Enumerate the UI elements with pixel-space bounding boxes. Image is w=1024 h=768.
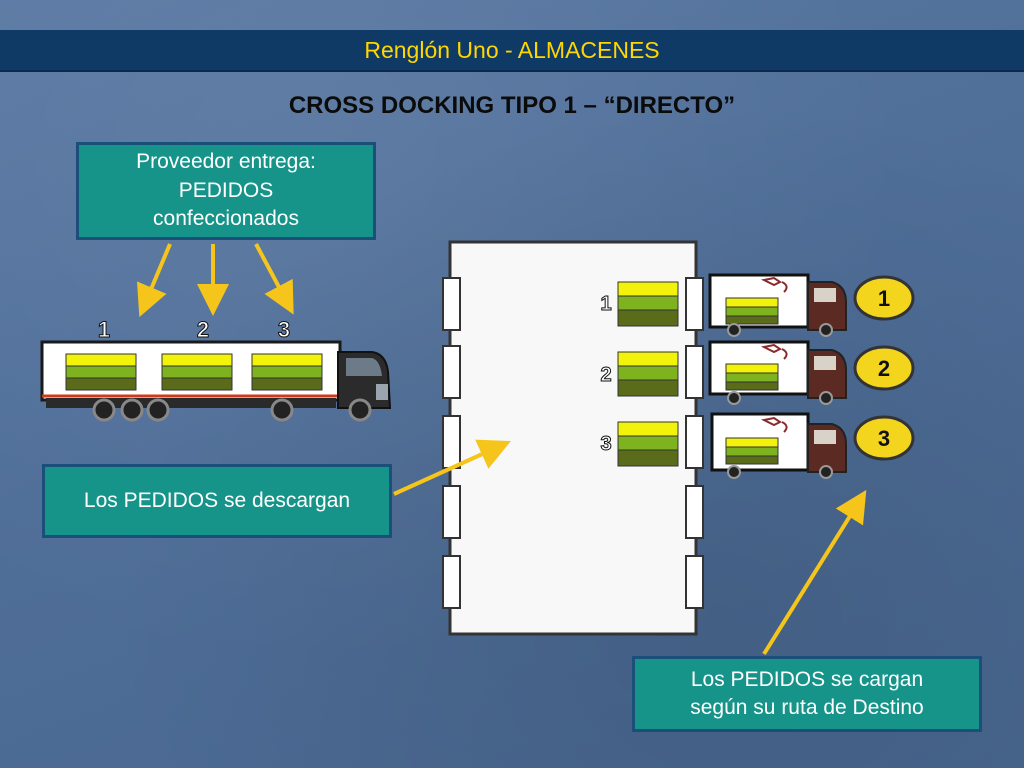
- supplier-callout-line3: confeccionados: [153, 207, 299, 231]
- route-badge-3: 3: [853, 415, 915, 461]
- route-badge-3-label: 3: [878, 426, 890, 451]
- route-badge-2: 2: [853, 345, 915, 391]
- trailer-cargo-3: [251, 353, 323, 391]
- arrow-unload: [393, 439, 511, 496]
- route-badge-2-label: 2: [878, 356, 890, 381]
- warehouse-building: [442, 240, 704, 636]
- warehouse-left-doors: [442, 277, 461, 609]
- dock-number-2: 2: [600, 364, 611, 386]
- supplier-truck: [40, 340, 392, 422]
- arrow-supplier-1: [136, 243, 172, 318]
- route-badge-1: 1: [853, 275, 915, 321]
- dock-cargo-3: [617, 421, 679, 467]
- load-callout-line2: según su ruta de Destino: [690, 696, 924, 719]
- warehouse-right-doors: [685, 277, 704, 609]
- unload-callout-text: Los PEDIDOS se descargan: [83, 488, 351, 512]
- delivery-truck-1: [708, 273, 847, 337]
- header-title: Renglón Uno - ALMACENES: [364, 36, 660, 63]
- trailer-compartment-label-2: 2: [197, 317, 209, 342]
- trailer-cargo-1: [65, 353, 137, 391]
- trailer-compartment-label-1: 1: [98, 317, 110, 342]
- header-bar: Renglón Uno - ALMACENES: [0, 30, 1024, 72]
- supplier-callout: Proveedor entrega: PEDIDOS confeccionado…: [76, 142, 376, 240]
- dock-cargo-2: [617, 351, 679, 397]
- supplier-callout-line2: PEDIDOS: [178, 178, 274, 202]
- dock-number-3: 3: [600, 433, 611, 455]
- arrow-load: [762, 489, 867, 656]
- dock-cargo-1: [617, 281, 679, 327]
- dock-number-1: 1: [600, 293, 611, 315]
- delivery-truck-3: [710, 412, 847, 479]
- delivery-truck-2: [708, 340, 847, 405]
- arrow-supplier-3: [254, 243, 294, 315]
- slide-title: CROSS DOCKING TIPO 1 – “DIRECTO”: [288, 92, 736, 119]
- supplier-callout-line1: Proveedor entrega:: [136, 150, 316, 174]
- trailer-compartment-label-3: 3: [278, 317, 290, 342]
- supplier-truck-wheels: [92, 398, 372, 422]
- unload-callout: Los PEDIDOS se descargan: [42, 464, 392, 538]
- route-badge-1-label: 1: [878, 286, 890, 311]
- trailer-cargo-2: [161, 353, 233, 391]
- load-callout: Los PEDIDOS se cargan según su ruta de D…: [632, 656, 982, 732]
- load-callout-line1: Los PEDIDOS se cargan: [690, 667, 924, 691]
